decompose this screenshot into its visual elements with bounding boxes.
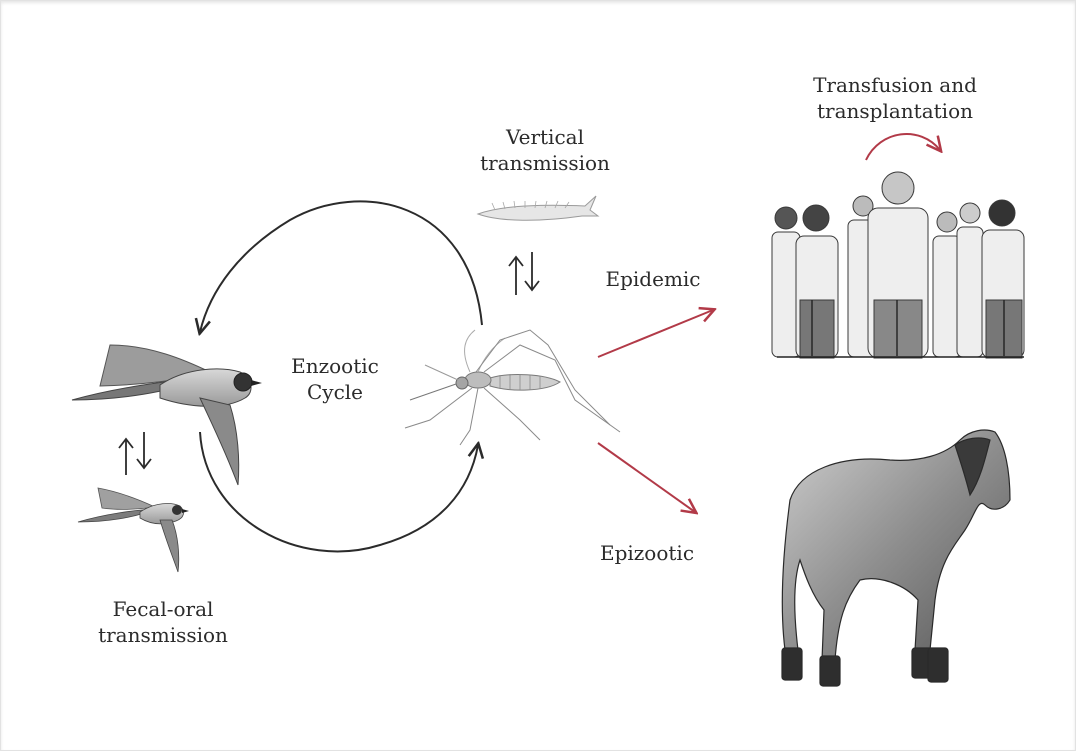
enzootic-cycle-label: Enzootic Cycle (280, 353, 390, 405)
cycle-arrow-to-mosquito (200, 432, 478, 551)
vertical-label-line1: Vertical (470, 124, 620, 150)
epizootic-label: Epizootic (592, 540, 702, 566)
transfusion-arrow (866, 134, 940, 160)
transfusion-label: Transfusion and transplantation (795, 72, 995, 124)
swallow-icon (72, 345, 262, 485)
epidemic-arrow (598, 310, 713, 357)
transfusion-label-line1: Transfusion and (795, 72, 995, 98)
mosquito-icon (405, 330, 620, 445)
fecal-label-line1: Fecal-oral (88, 596, 238, 622)
enzootic-label-line2: Cycle (280, 379, 390, 405)
fecal-oral-exchange-arrows (119, 432, 151, 475)
small-swallow-icon (78, 488, 189, 572)
horse-icon (782, 430, 1010, 686)
vertical-exchange-arrows (509, 252, 539, 295)
fecal-oral-label: Fecal-oral transmission (88, 596, 238, 648)
fecal-label-line2: transmission (88, 622, 238, 648)
vertical-transmission-label: Vertical transmission (470, 124, 620, 176)
cycle-arrow-to-bird (200, 201, 482, 332)
epidemic-label: Epidemic (598, 266, 708, 292)
people-group-icon (772, 172, 1024, 358)
enzootic-label-line1: Enzootic (280, 353, 390, 379)
epizootic-arrow (598, 443, 695, 512)
transfusion-label-line2: transplantation (795, 98, 995, 124)
vertical-label-line2: transmission (470, 150, 620, 176)
larva-icon (478, 196, 598, 220)
